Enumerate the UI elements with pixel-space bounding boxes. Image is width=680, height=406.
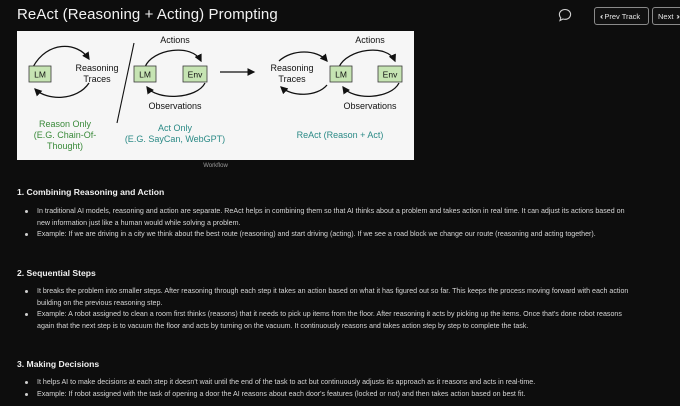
react-title: ReAct (Reason + Act) (297, 130, 384, 140)
act-only-sub: (E.G. SayCan, WebGPT) (125, 134, 225, 144)
actions-label-1: Actions (160, 35, 190, 45)
lm-box-react (329, 65, 353, 83)
env-box-react (377, 65, 403, 83)
reason-only-sub2: Thought) (47, 141, 83, 151)
reasoning-traces-2a: Reasoning (270, 63, 313, 73)
page-header: ReAct (Reasoning + Acting) Prompting ‹‹ … (0, 0, 680, 32)
workflow-diagram-svg: LM Reasoning Traces Reason Only (E.G. Ch… (28, 35, 403, 151)
react-act-arrow-bottom (342, 82, 400, 98)
react-workflow-diagram: LM Reasoning Traces Reason Only (E.G. Ch… (17, 31, 414, 160)
next-label: Next (658, 11, 674, 21)
actions-label-2: Actions (355, 35, 385, 45)
reasoning-traces-1a: Reasoning (75, 63, 118, 73)
list-item: In traditional AI models, reasoning and … (17, 206, 635, 229)
list-item: It breaks the problem into smaller steps… (17, 286, 635, 309)
observations-label-2: Observations (343, 101, 397, 111)
divider-slash (116, 42, 135, 124)
section-list-1: In traditional AI models, reasoning and … (17, 206, 635, 241)
list-item: Example: If robot assigned with the task… (17, 389, 635, 401)
list-item: It helps AI to make decisions at each st… (17, 377, 635, 389)
section-list-3: It helps AI to make decisions at each st… (17, 377, 635, 400)
react-act-arrow-top (338, 49, 396, 68)
lm-box-reason-only (28, 65, 52, 83)
env-box-act-only (182, 65, 208, 83)
env-label-1: Env (188, 70, 203, 80)
lm-box-act-only (133, 65, 157, 83)
double-chevron-right-icon: ›› (676, 11, 680, 21)
act-loop-arrow-bottom (146, 82, 206, 98)
diagram-caption: Workflow (203, 163, 228, 169)
reason-only-sub1: (E.G. Chain-Of- (34, 130, 97, 140)
prev-track-label: Prev Track (604, 11, 641, 21)
lm-label-2: LM (139, 70, 151, 80)
act-loop-arrow-top (144, 49, 202, 68)
react-reason-arrow-top (278, 51, 328, 62)
reasoning-traces-1b: Traces (83, 74, 111, 84)
double-chevron-left-icon: ‹‹ (600, 11, 604, 21)
section-heading-2: 2. Sequential Steps (17, 268, 96, 278)
lm-label-1: LM (34, 70, 46, 80)
page-title: ReAct (Reasoning + Acting) Prompting (17, 6, 278, 23)
reasoning-traces-2b: Traces (278, 74, 306, 84)
react-reason-arrow-bottom (280, 84, 328, 95)
reason-loop-arrow-top (32, 45, 90, 68)
section-heading-1: 1. Combining Reasoning and Action (17, 187, 165, 197)
reason-loop-arrow-bottom (34, 82, 90, 99)
lm-label-3: LM (335, 70, 347, 80)
list-item: Example: A robot assigned to clean a roo… (17, 309, 635, 332)
section-list-2: It breaks the problem into smaller steps… (17, 286, 635, 332)
prev-track-button[interactable]: ‹‹ Prev Track (594, 7, 649, 25)
list-item: Example: If we are driving in a city we … (17, 229, 635, 241)
act-only-title: Act Only (158, 123, 193, 133)
next-button[interactable]: Next ›› (652, 7, 680, 25)
reason-only-title: Reason Only (39, 119, 92, 129)
chat-bubble-icon[interactable] (558, 8, 572, 22)
env-label-2: Env (383, 70, 398, 80)
observations-label-1: Observations (148, 101, 202, 111)
section-heading-3: 3. Making Decisions (17, 359, 100, 369)
